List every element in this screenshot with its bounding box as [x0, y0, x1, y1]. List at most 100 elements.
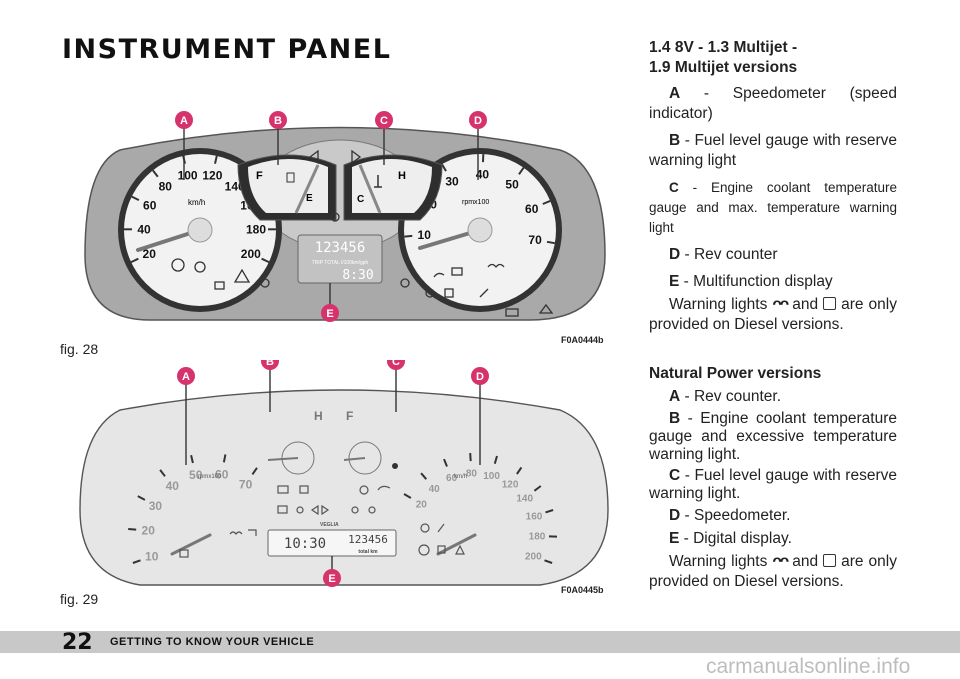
- battery-icon: [451, 267, 463, 276]
- code-key-icon: [248, 529, 257, 536]
- upper-warning-icons: [308, 149, 362, 222]
- dial-tick-mark: [533, 485, 542, 492]
- dial-tick-mark: [516, 466, 523, 475]
- fuel-f-label: F: [256, 170, 263, 182]
- dial-tick-label: 50: [189, 468, 203, 482]
- figure-29-label: fig. 29: [60, 591, 99, 607]
- diesel-note: Warning lights ᴖᴖ and are only provided …: [649, 296, 897, 333]
- right-warning-icons-light: [179, 523, 465, 558]
- page-title: INSTRUMENT PANEL: [62, 34, 392, 65]
- door-icon: [214, 281, 225, 290]
- water-in-fuel-icon: [277, 505, 288, 514]
- callout-markers-29: A B C D E: [177, 360, 489, 587]
- turn-signals-icon: [310, 504, 330, 516]
- engine-icon: [425, 288, 435, 298]
- sun-light-icon: [330, 212, 340, 222]
- marker29-e: [323, 569, 341, 587]
- seatbelt-icon: [479, 288, 489, 298]
- display-odometer: 123456: [315, 240, 366, 256]
- section1-heading-line1: 1.4 8V - 1.3 Multijet -: [649, 39, 798, 56]
- chapter-title: GETTING TO KNOW YOUR VEHICLE: [110, 636, 315, 648]
- oil-icon: [433, 272, 445, 278]
- dial-tick-label: 100: [483, 471, 500, 482]
- footer-bar: [0, 631, 960, 653]
- display-total-label: total km: [358, 549, 378, 555]
- dial-tick-mark: [420, 472, 428, 480]
- dial-tick-mark: [443, 458, 448, 467]
- dial-tick-label: 20: [143, 247, 157, 261]
- dial-tick-mark: [159, 469, 166, 477]
- item-b: B - Fuel level gauge with reserve warnin…: [649, 132, 897, 169]
- dial-tick-mark: [469, 453, 472, 462]
- hazard-warning-icon: [233, 268, 251, 283]
- rev-needle-light: [170, 533, 212, 556]
- panel-housing-light: [79, 389, 609, 586]
- fuel-f-label-light: F: [346, 409, 353, 423]
- abs-icon: [418, 544, 430, 556]
- fuel-gauge: F E: [237, 154, 337, 221]
- coolant-thermometer-icon: [374, 175, 382, 188]
- dial-tick-mark: [222, 454, 227, 463]
- section-diesel-versions: 1.4 8V - 1.3 Multijet - 1.9 Multijet ver…: [649, 38, 897, 342]
- np-item-c: C - Fuel level gauge with reserve warnin…: [649, 467, 897, 502]
- callout-markers: A B C D E: [175, 111, 487, 322]
- dial-tick-mark: [546, 240, 555, 245]
- fog-light-icon: [260, 278, 270, 288]
- item-c: C - Engine coolant temperature gauge and…: [649, 180, 897, 235]
- dial-tick-label: 200: [525, 552, 542, 563]
- lower-warning-icons: [171, 258, 554, 317]
- brake-icon: [359, 485, 369, 495]
- item-e: E - Multifunction display: [669, 273, 833, 290]
- temp-h-label-light: H: [314, 409, 323, 423]
- np-item-d: D - Speedometer.: [669, 507, 791, 524]
- dial-tick-label: 30: [445, 175, 459, 189]
- rear-fog-icon: [400, 278, 410, 288]
- marker-d-label: D: [474, 115, 482, 127]
- temp-needle-light: [267, 457, 299, 461]
- glow-plug-icon: [487, 263, 505, 269]
- marker-e-label: E: [326, 308, 333, 320]
- np-item-a: A - Rev counter.: [669, 388, 781, 405]
- marker29-b: [261, 360, 279, 370]
- marker29-d: [471, 367, 489, 385]
- dial-tick-label: 70: [528, 233, 542, 247]
- center-warning-icons-light: [229, 485, 391, 536]
- temp-c-label: C: [357, 194, 364, 205]
- marker29-d-label: D: [476, 371, 484, 383]
- dial-tick-mark: [542, 199, 551, 205]
- water-in-fuel-icon: [823, 554, 837, 567]
- dial-tick-label: 180: [529, 532, 546, 543]
- marker29-a: [177, 367, 195, 385]
- np-item-e: E - Digital display.: [669, 530, 792, 547]
- display-trip-label: TRIP TOTAL l/100km/gph: [312, 260, 369, 266]
- brand-label: VEGLIA: [320, 522, 339, 528]
- rev-unit: rpmx100: [462, 199, 489, 206]
- marker29-e-label: E: [328, 573, 335, 585]
- oil-icon: [377, 485, 391, 491]
- rev-unit-light: rpmx100: [198, 474, 222, 480]
- watermark[interactable]: carmanualsonline.info: [706, 655, 911, 678]
- fuel-pump-icon: [286, 172, 295, 183]
- temperature-needle: [358, 164, 382, 214]
- dial-tick-label: 50: [505, 177, 519, 191]
- dial-tick-mark: [130, 257, 139, 264]
- glow-plug-icon: ᴖᴖ: [772, 553, 789, 570]
- dial-tick-mark: [131, 195, 140, 201]
- glow-plug-icon: [229, 531, 243, 535]
- service-icon: [455, 544, 465, 555]
- marker-a: [175, 111, 193, 129]
- engine-icon: [420, 523, 430, 533]
- dial-tick-label: 180: [246, 223, 266, 237]
- dial-tick-label: 80: [466, 469, 478, 480]
- dial-tick-mark: [544, 559, 553, 564]
- marker29-a-label: A: [182, 371, 190, 383]
- dial-tick-mark: [190, 454, 194, 464]
- dial-tick-label: 160: [526, 512, 543, 523]
- temp-h-label: H: [398, 170, 406, 182]
- figure-29-code: F0A0445b: [561, 585, 604, 595]
- glow-plug-icon: ᴖᴖ: [772, 296, 789, 313]
- figure-28-code: F0A0444b: [561, 335, 604, 345]
